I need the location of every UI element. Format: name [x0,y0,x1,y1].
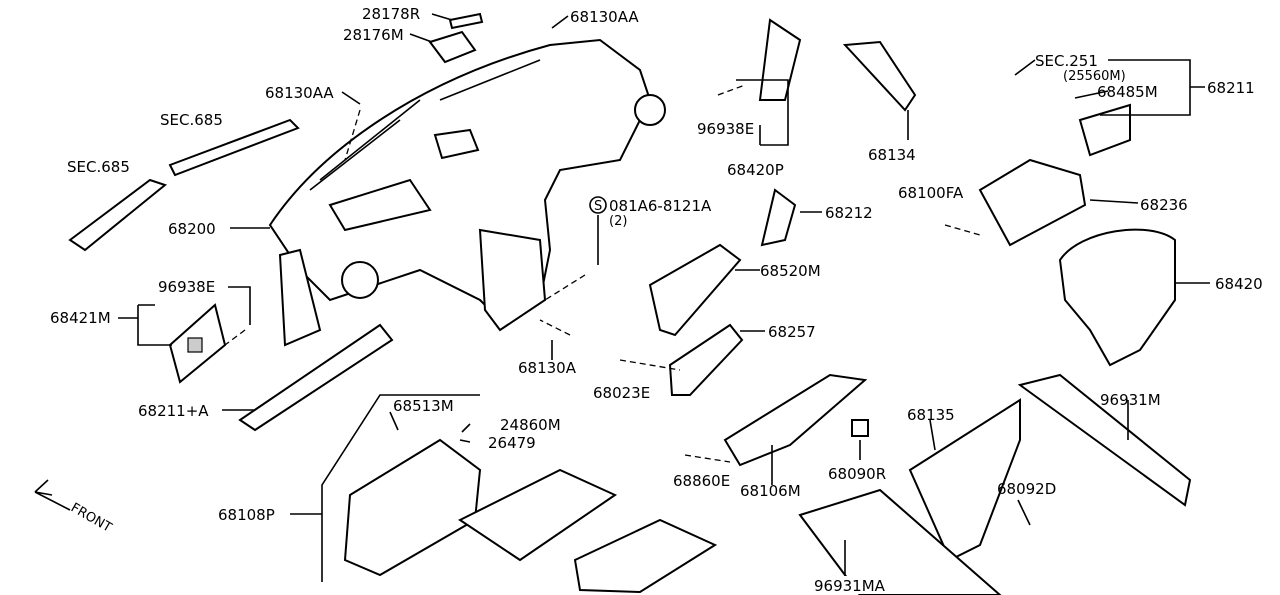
label-68200: 68200 [168,220,216,238]
label-68257: 68257 [768,323,816,341]
label-sec251: SEC.251 [1035,52,1098,70]
label-68092D: 68092D [997,480,1056,498]
label-68130AA-left: 68130AA [265,84,334,102]
bolt-symbol: S [594,199,602,214]
label-96931M: 96931M [1100,391,1161,409]
label-68860E: 68860E [673,472,730,490]
leader-lines [118,13,1210,576]
bracket-68108P [321,394,480,582]
label-front: FRONT [68,500,114,535]
label-68108P: 68108P [218,506,275,524]
label-68513M: 68513M [393,397,454,415]
label-68485M: 68485M [1097,83,1158,101]
cluster-lid-68420 [1058,228,1176,367]
label-68420: 68420 [1215,275,1263,293]
label-68420P: 68420P [727,161,784,179]
label-25560M: (25560M) [1063,69,1126,84]
label-68130A: 68130A [518,359,577,377]
glove-box-tray [458,468,618,562]
label-68211A: 68211+A [138,402,209,420]
panel-96931M [1017,373,1192,507]
glove-box-inner [343,438,482,577]
bracket-68212 [760,188,797,247]
label-96931MA: 96931MA [814,577,886,595]
label-68090R: 68090R [828,465,886,483]
trim-68211A [238,323,394,432]
label-68212: 68212 [825,204,873,222]
cover-68211 [1078,103,1131,157]
bolt-symbol-circle [589,196,607,214]
label-28178R: 28178R [362,5,420,23]
bezel-68520M [648,243,742,337]
label-68236: 68236 [1140,196,1188,214]
bracket-68106M [723,373,868,467]
label-68106M: 68106M [740,482,801,500]
label-68023E: 68023E [593,384,650,402]
control-68257 [668,323,744,396]
defroster-vent [168,118,300,177]
label-96931MA-backing [810,576,884,594]
front-arrow-icon [34,479,71,511]
bracket-68236 [978,158,1087,247]
side-vent-left [68,178,168,252]
label-bolt: 081A6-8121A [609,197,712,215]
label-96938E-mid: 96938E [697,120,754,138]
label-68520M: 68520M [760,262,821,280]
clip-28178R [448,12,484,30]
panel-96931MA [798,488,1002,595]
label-24860M: 24860M [500,416,561,434]
label-68134: 68134 [868,146,916,164]
clip-68090R [851,419,869,437]
label-68130AA-top: 68130AA [570,8,639,26]
label-sec685-a: SEC.685 [160,111,223,129]
label-28176M: 28176M [343,26,404,44]
label-bolt-qty: (2) [609,214,627,229]
label-68100FA: 68100FA [898,184,964,202]
label-sec685-b: SEC.685 [67,158,130,176]
label-96938E-left: 96938E [158,278,215,296]
lid-28176M [428,30,477,64]
label-68211: 68211 [1207,79,1255,97]
instrument-panel-68200 [268,38,666,347]
grille [187,337,203,353]
panel-68420P [758,18,802,101]
label-68421M: 68421M [50,309,111,327]
label-26479: 26479 [488,434,536,452]
part-68134 [842,40,917,112]
glove-box-lid [573,518,718,594]
label-68135: 68135 [907,406,955,424]
